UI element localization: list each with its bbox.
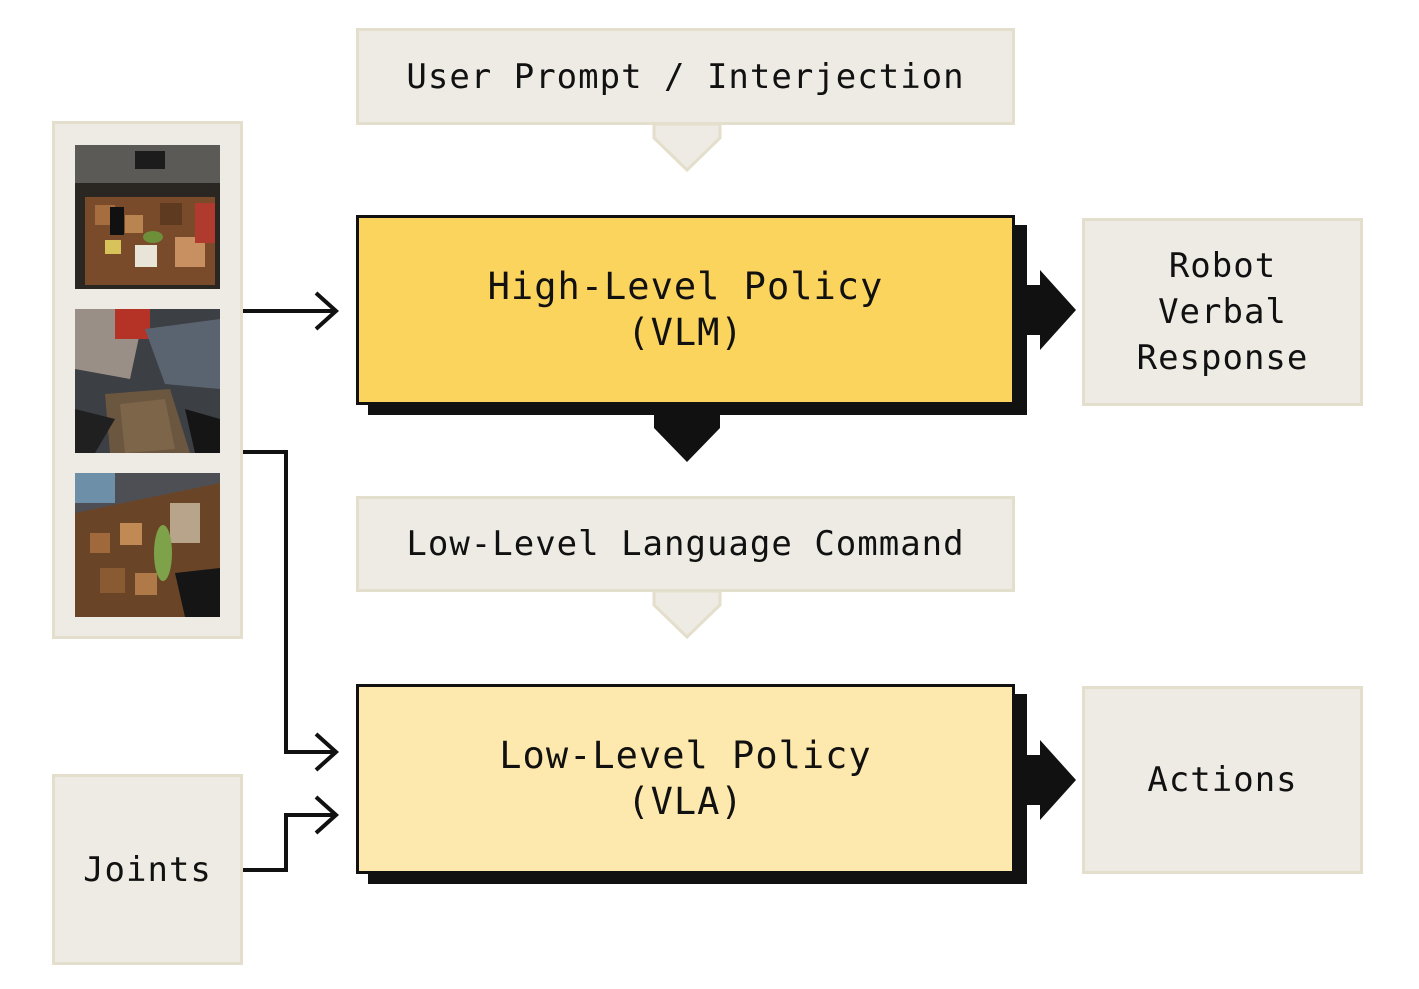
robot-verbal-response-label: Robot Verbal Response [1136, 246, 1309, 378]
highlevel-to-response-arrow [1024, 270, 1076, 350]
camera-image-3 [75, 473, 220, 617]
highlevel-to-command-arrow [654, 413, 720, 462]
camera-image-2 [75, 309, 220, 453]
low-level-policy-box: Low-Level Policy (VLA) [356, 684, 1015, 874]
high-level-policy-subtitle: (VLM) [627, 311, 744, 354]
images-to-lowlevel-arrow [243, 450, 339, 772]
prompt-to-highlevel-arrow [652, 122, 722, 173]
joints-to-lowlevel-arrow [243, 795, 339, 872]
user-prompt-box: User Prompt / Interjection [356, 28, 1015, 125]
low-level-command-label: Low-Level Language Command [406, 524, 965, 564]
high-level-policy-box: High-Level Policy (VLM) [356, 215, 1015, 405]
camera-image-1 [75, 145, 220, 289]
low-level-policy-subtitle: (VLA) [627, 780, 744, 823]
joints-box: Joints [52, 774, 243, 965]
lowlevel-to-actions-arrow [1024, 740, 1076, 820]
high-level-policy-title: High-Level Policy [487, 265, 884, 308]
camera-view-3-picture [75, 473, 220, 617]
images-to-highlevel-arrow [243, 291, 339, 331]
camera-view-2-picture [75, 309, 220, 453]
actions-label: Actions [1147, 760, 1298, 800]
joints-label: Joints [83, 849, 212, 890]
command-to-lowlevel-arrow [652, 589, 722, 640]
user-prompt-label: User Prompt / Interjection [406, 56, 965, 97]
camera-view-1-picture [75, 145, 220, 289]
low-level-command-box: Low-Level Language Command [356, 496, 1015, 592]
robot-verbal-response-box: Robot Verbal Response [1082, 218, 1363, 406]
actions-box: Actions [1082, 686, 1363, 874]
low-level-policy-title: Low-Level Policy [499, 734, 872, 777]
